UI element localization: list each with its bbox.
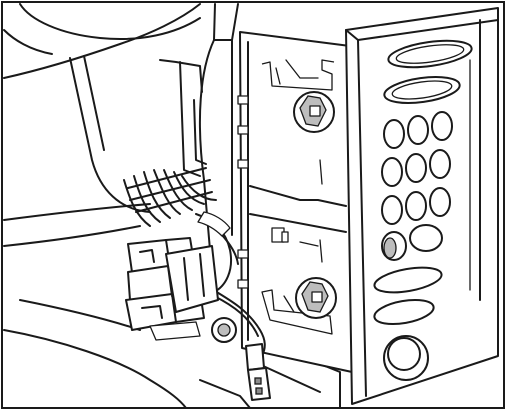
release-key-slot-lower <box>295 277 337 319</box>
preset-button <box>381 195 403 225</box>
preset-button <box>429 187 451 217</box>
volume-knob <box>383 335 429 381</box>
preset-button <box>383 119 405 149</box>
preset-button <box>387 39 473 69</box>
antenna-connector <box>211 317 237 343</box>
preset-button <box>407 115 429 145</box>
preset-button <box>429 149 451 179</box>
preset-button <box>405 191 427 221</box>
preset-button <box>409 224 443 252</box>
preset-button <box>373 266 443 294</box>
mounting-bracket <box>237 31 353 373</box>
wiring-harness <box>123 167 266 357</box>
preset-button <box>373 298 435 326</box>
preset-button <box>381 157 403 187</box>
wiring-connector <box>245 343 271 401</box>
preset-button-grid <box>381 111 453 261</box>
preset-button <box>383 237 397 259</box>
release-key-slot-upper <box>293 91 335 133</box>
preset-button <box>405 153 427 183</box>
preset-button <box>383 75 461 105</box>
wiring-connector <box>125 237 219 341</box>
preset-button <box>431 111 453 141</box>
